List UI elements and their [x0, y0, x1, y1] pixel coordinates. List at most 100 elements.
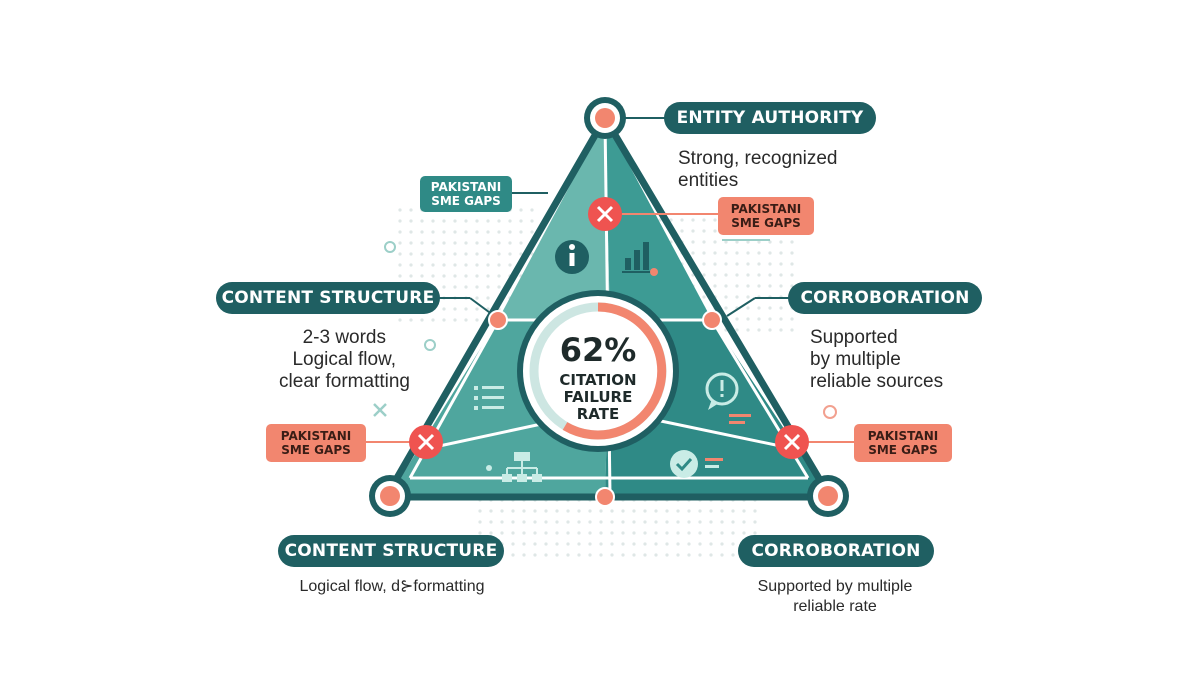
deco-dot — [519, 252, 523, 256]
deco-dot — [702, 218, 706, 222]
deco-dot — [566, 531, 570, 535]
deco-dot — [599, 553, 603, 557]
deco-dot — [431, 274, 435, 278]
failure-rate-label-3: RATE — [576, 405, 620, 423]
deco-dot — [508, 252, 512, 256]
deco-dot — [409, 318, 413, 322]
deco-dot — [779, 273, 783, 277]
deco-dot — [742, 520, 746, 524]
deco-dot — [621, 542, 625, 546]
gap-tag-line: PAKISTANI — [280, 429, 352, 443]
deco-dot — [486, 296, 490, 300]
deco-dot — [533, 509, 537, 513]
deco-dot — [533, 542, 537, 546]
deco-dot — [522, 553, 526, 557]
deco-dot — [409, 208, 413, 212]
deco-dot — [500, 509, 504, 513]
deco-dot — [588, 542, 592, 546]
entity-desc-line: Strong, recognized — [678, 148, 838, 169]
deco-dot — [735, 295, 739, 299]
deco-dot — [497, 274, 501, 278]
connector-lines — [366, 117, 854, 443]
deco-dot — [621, 509, 625, 513]
gap-tag-line: SME GAPS — [281, 443, 351, 457]
deco-dot — [632, 520, 636, 524]
deco-dot — [735, 273, 739, 277]
deco-dot — [588, 520, 592, 524]
deco-dot — [687, 553, 691, 557]
deco-dot — [533, 520, 537, 524]
deco-dot — [757, 262, 761, 266]
deco-dot — [577, 553, 581, 557]
deco-dot — [753, 531, 757, 535]
deco-dot — [442, 274, 446, 278]
entity-desc-line: entities — [678, 170, 739, 191]
deco-dot — [409, 241, 413, 245]
content-structure-desc: 2-3 words Logical flow, clear formatting — [220, 327, 410, 393]
deco-dot — [453, 307, 457, 311]
deco-dot — [735, 262, 739, 266]
deco-dot — [720, 553, 724, 557]
deco-dot — [768, 273, 772, 277]
deco-dot — [511, 531, 515, 535]
deco-dot — [511, 542, 515, 546]
deco-dot — [398, 318, 402, 322]
deco-dot — [654, 553, 658, 557]
close-icon — [409, 425, 443, 459]
deco-dot — [475, 318, 479, 322]
deco-dot — [731, 542, 735, 546]
deco-dot — [698, 509, 702, 513]
deco-dot — [654, 509, 658, 513]
deco-dot — [746, 240, 750, 244]
deco-dot — [720, 531, 724, 535]
deco-dot — [475, 296, 479, 300]
deco-dot — [713, 284, 717, 288]
deco-dot — [599, 520, 603, 524]
deco-dot — [409, 219, 413, 223]
deco-dot — [713, 218, 717, 222]
deco-dot — [698, 553, 702, 557]
deco-dot — [475, 219, 479, 223]
deco-dot — [453, 263, 457, 267]
corroboration-desc-line: reliable sources — [810, 371, 944, 392]
deco-dot — [702, 229, 706, 233]
node-mid-left — [488, 310, 508, 330]
deco-dot — [687, 520, 691, 524]
deco-dot — [632, 531, 636, 535]
gap-tag-line: SME GAPS — [868, 443, 938, 457]
deco-dot — [698, 520, 702, 524]
deco-dot — [790, 273, 794, 277]
deco-dot — [742, 531, 746, 535]
deco-dot — [654, 520, 658, 524]
deco-dot — [731, 553, 735, 557]
deco-dot — [519, 230, 523, 234]
deco-dot — [420, 241, 424, 245]
gap-tag-line: PAKISTANI — [867, 429, 939, 443]
deco-dot — [431, 230, 435, 234]
content-structure-bottom-label: CONTENT STRUCTURE — [278, 535, 504, 567]
info-icon — [555, 240, 589, 274]
deco-dot — [431, 318, 435, 322]
content-structure-bottom-desc: Logical flow, d⊱formatting — [299, 578, 485, 595]
deco-dot — [687, 542, 691, 546]
deco-dot — [522, 542, 526, 546]
content-structure-label: CONTENT STRUCTURE — [216, 282, 440, 314]
deco-dot — [676, 531, 680, 535]
deco-dot — [522, 509, 526, 513]
deco-dot — [464, 230, 468, 234]
deco-dot — [720, 509, 724, 513]
deco-dot — [768, 328, 772, 332]
deco-dot — [709, 542, 713, 546]
deco-dot — [713, 273, 717, 277]
deco-dot — [610, 542, 614, 546]
deco-dot — [522, 520, 526, 524]
deco-dot — [420, 274, 424, 278]
deco-dot — [724, 306, 728, 310]
deco-dot — [497, 263, 501, 267]
deco-dot — [453, 241, 457, 245]
deco-dot — [486, 285, 490, 289]
deco-dot — [431, 252, 435, 256]
corroboration-bottom-desc-line: Supported by multiple — [757, 578, 913, 595]
deco-dot — [530, 219, 534, 223]
